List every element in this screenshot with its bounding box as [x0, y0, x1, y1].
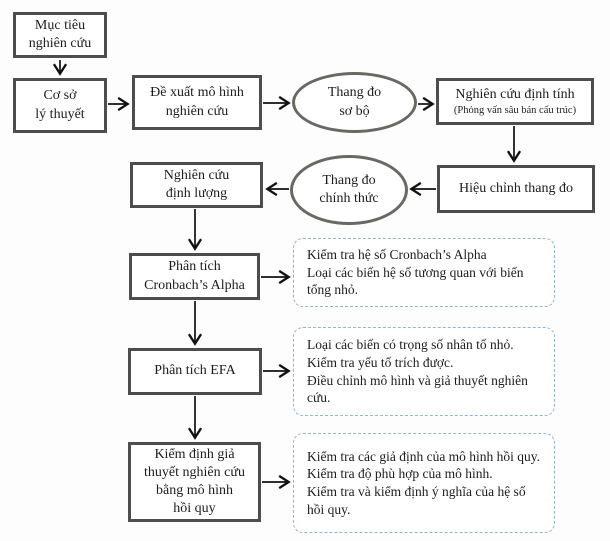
node-hieu-chinh-thang-do: Hiệu chỉnh thang đo: [437, 165, 595, 213]
node-co-so-ly-thuyet: Cơ sở lý thuyết: [13, 78, 107, 133]
node-de-xuat-mo-hinh: Đề xuất mô hình nghiên cứu: [132, 75, 262, 130]
node-label: Hiệu chỉnh thang đo: [459, 180, 573, 196]
note-text: Kiểm tra các giả định của mô hình hồi qu…: [307, 448, 541, 517]
note-text: Kiểm tra hệ số Cronbach’s Alpha Loại các…: [307, 247, 524, 298]
node-label: Mục tiêu nghiên cứu: [28, 17, 92, 51]
node-thang-do-chinh-thuc: Thang đo chính thức: [290, 155, 408, 225]
note-cronbach-criteria: Kiểm tra hệ số Cronbach’s Alpha Loại các…: [293, 238, 555, 307]
node-nghien-cuu-dinh-tinh: Nghiên cứu định tính (Phỏng vấn sâu bán …: [436, 78, 594, 125]
node-phan-tich-efa: Phân tích EFA: [128, 348, 262, 395]
node-label: Kiểm định giả thuyết nghiên cứu bằng mô …: [144, 446, 245, 517]
node-muc-tieu-nghien-cuu: Mục tiêu nghiên cứu: [13, 12, 107, 58]
node-label: Cơ sở lý thuyết: [35, 88, 85, 122]
note-text: Loại các biến có trọng số nhân tố nhỏ. K…: [307, 337, 528, 406]
node-label: Phân tích EFA: [154, 363, 236, 379]
node-label: Thang đo sơ bộ: [327, 85, 382, 119]
note-efa-criteria: Loại các biến có trọng số nhân tố nhỏ. K…: [293, 327, 555, 416]
node-sublabel: (Phỏng vấn sâu bán cấu trúc): [453, 105, 577, 117]
node-phan-tich-cronbach: Phân tích Cronbach’s Alpha: [129, 253, 260, 300]
node-label: Nghiên cứu định tính: [455, 86, 575, 102]
node-label: Đề xuất mô hình nghiên cứu: [150, 85, 244, 119]
node-label: Phân tích Cronbach’s Alpha: [144, 259, 245, 293]
node-kiem-dinh-gia-thuyet: Kiểm định giả thuyết nghiên cứu bằng mô …: [128, 442, 261, 522]
node-label: Nghiên cứu định lượng: [163, 167, 230, 201]
node-nghien-cuu-dinh-luong: Nghiên cứu định lượng: [130, 162, 263, 208]
note-regression-criteria: Kiểm tra các giả định của mô hình hồi qu…: [293, 433, 555, 533]
node-label: Thang đo chính thức: [319, 172, 379, 206]
node-thang-do-so-bo: Thang đo sơ bộ: [292, 72, 417, 133]
